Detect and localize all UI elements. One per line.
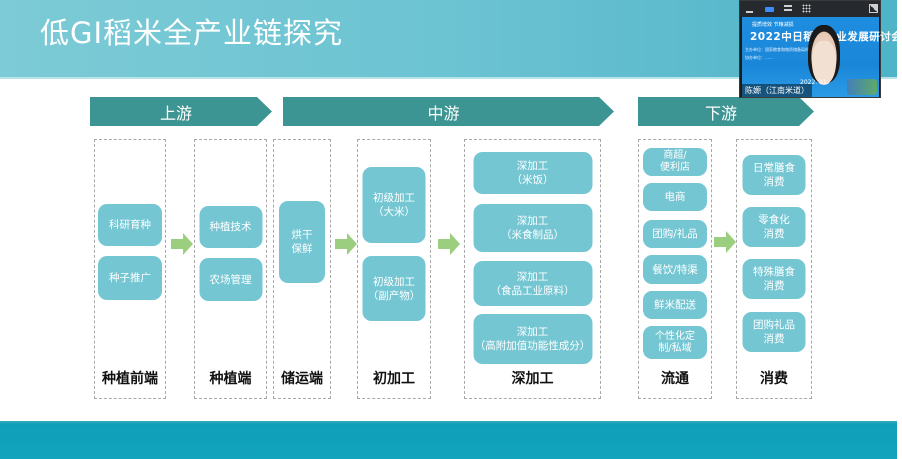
- column-label: 种植前端: [102, 371, 158, 387]
- item-box: 种子推广: [98, 256, 162, 300]
- column-label: 储运端: [281, 371, 323, 387]
- participant-name: 陈嫄（江南米道）: [742, 84, 812, 97]
- item-box: 个性化定 制/私域: [643, 326, 707, 359]
- header-divider: [0, 77, 897, 79]
- stage-downstream: 下游: [638, 97, 814, 126]
- column-primary-processing: 初级加工 （大米） 初级加工 （副产物） 初加工: [357, 139, 431, 399]
- participant-video: 提质增效 节粮减损 2022中日稻米产业发展研讨会 主办单位：国家粮食和物资储备…: [742, 17, 902, 97]
- right-arrow-icon: [171, 233, 193, 255]
- column-consumption: 日常膳食 消费 零食化 消费 特殊膳食 消费 团购礼品 消费 消费: [736, 139, 812, 399]
- item-box: 深加工 （米饭）: [473, 152, 592, 194]
- item-box: 餐饮/特渠: [643, 255, 707, 284]
- video-toolbar: [740, 1, 880, 17]
- minimize-icon[interactable]: [746, 11, 753, 13]
- column-label: 深加工: [511, 371, 554, 387]
- item-box: 烘干 保鲜: [279, 201, 325, 283]
- right-arrow-icon: [714, 231, 736, 253]
- item-box: 深加工 （高附加值功能性成分）: [473, 314, 592, 364]
- strip-view-icon[interactable]: [784, 5, 792, 12]
- exit-fullscreen-icon[interactable]: [869, 4, 878, 13]
- banner-slogan: 提质增效 节粮减损: [752, 22, 794, 28]
- stage-midstream: 中游: [283, 97, 614, 126]
- item-box: 初级加工 （副产物）: [362, 256, 426, 321]
- right-arrow-icon: [438, 233, 460, 255]
- slide-footer: [0, 421, 897, 459]
- banner-organizer: 主办单位：国家粮食和物资储备局科学研究院: [745, 47, 825, 52]
- stage-label: 中游: [427, 103, 460, 123]
- column-label: 流通: [661, 371, 689, 387]
- banner-co-organizer: 协办单位：……: [745, 55, 773, 60]
- speaker-view-icon[interactable]: [765, 7, 774, 12]
- column-label: 初加工: [373, 371, 415, 387]
- item-box: 团购/礼品: [643, 220, 707, 248]
- column-distribution: 商超/ 便利店 电商 团购/礼品 餐饮/特渠 鲜米配送 个性化定 制/私域 流通: [638, 139, 712, 399]
- item-box: 电商: [643, 183, 707, 211]
- column-pre-planting: 科研育种 种子推广 种植前端: [94, 139, 166, 399]
- item-box: 商超/ 便利店: [643, 148, 707, 176]
- item-box: 日常膳食 消费: [742, 155, 806, 195]
- item-box: 零食化 消费: [742, 207, 806, 247]
- video-overlay[interactable]: 提质增效 节粮减损 2022中日稻米产业发展研讨会 主办单位：国家粮食和物资储备…: [739, 0, 902, 98]
- item-box: 农场管理: [199, 258, 262, 301]
- stage-label: 上游: [159, 103, 192, 123]
- item-box: 科研育种: [98, 204, 162, 246]
- column-deep-processing: 深加工 （米饭） 深加工 （米食制品） 深加工 （食品工业原料） 深加工 （高附…: [464, 139, 601, 399]
- grid-view-icon[interactable]: [802, 4, 811, 13]
- column-label: 消费: [760, 371, 788, 387]
- item-box: 种植技术: [199, 206, 262, 248]
- item-box: 深加工 （食品工业原料）: [473, 261, 592, 306]
- item-box: 团购礼品 消费: [742, 312, 806, 352]
- participant-face: [812, 41, 836, 85]
- column-planting: 种植技术 农场管理 种植端: [194, 139, 267, 399]
- stage-label: 下游: [704, 103, 737, 123]
- item-box: 深加工 （米食制品）: [473, 204, 592, 252]
- column-storage-transport: 烘干 保鲜 储运端: [273, 139, 331, 399]
- column-label: 种植端: [209, 371, 252, 387]
- banner-decoration: [847, 79, 877, 95]
- stage-upstream: 上游: [90, 97, 272, 126]
- slide-title: 低GI稻米全产业链探究: [40, 16, 344, 50]
- item-box: 初级加工 （大米）: [362, 167, 426, 243]
- banner-date: 2022. 11.: [800, 79, 829, 86]
- item-box: 特殊膳食 消费: [742, 259, 806, 299]
- right-arrow-icon: [335, 233, 357, 255]
- item-box: 鲜米配送: [643, 291, 707, 319]
